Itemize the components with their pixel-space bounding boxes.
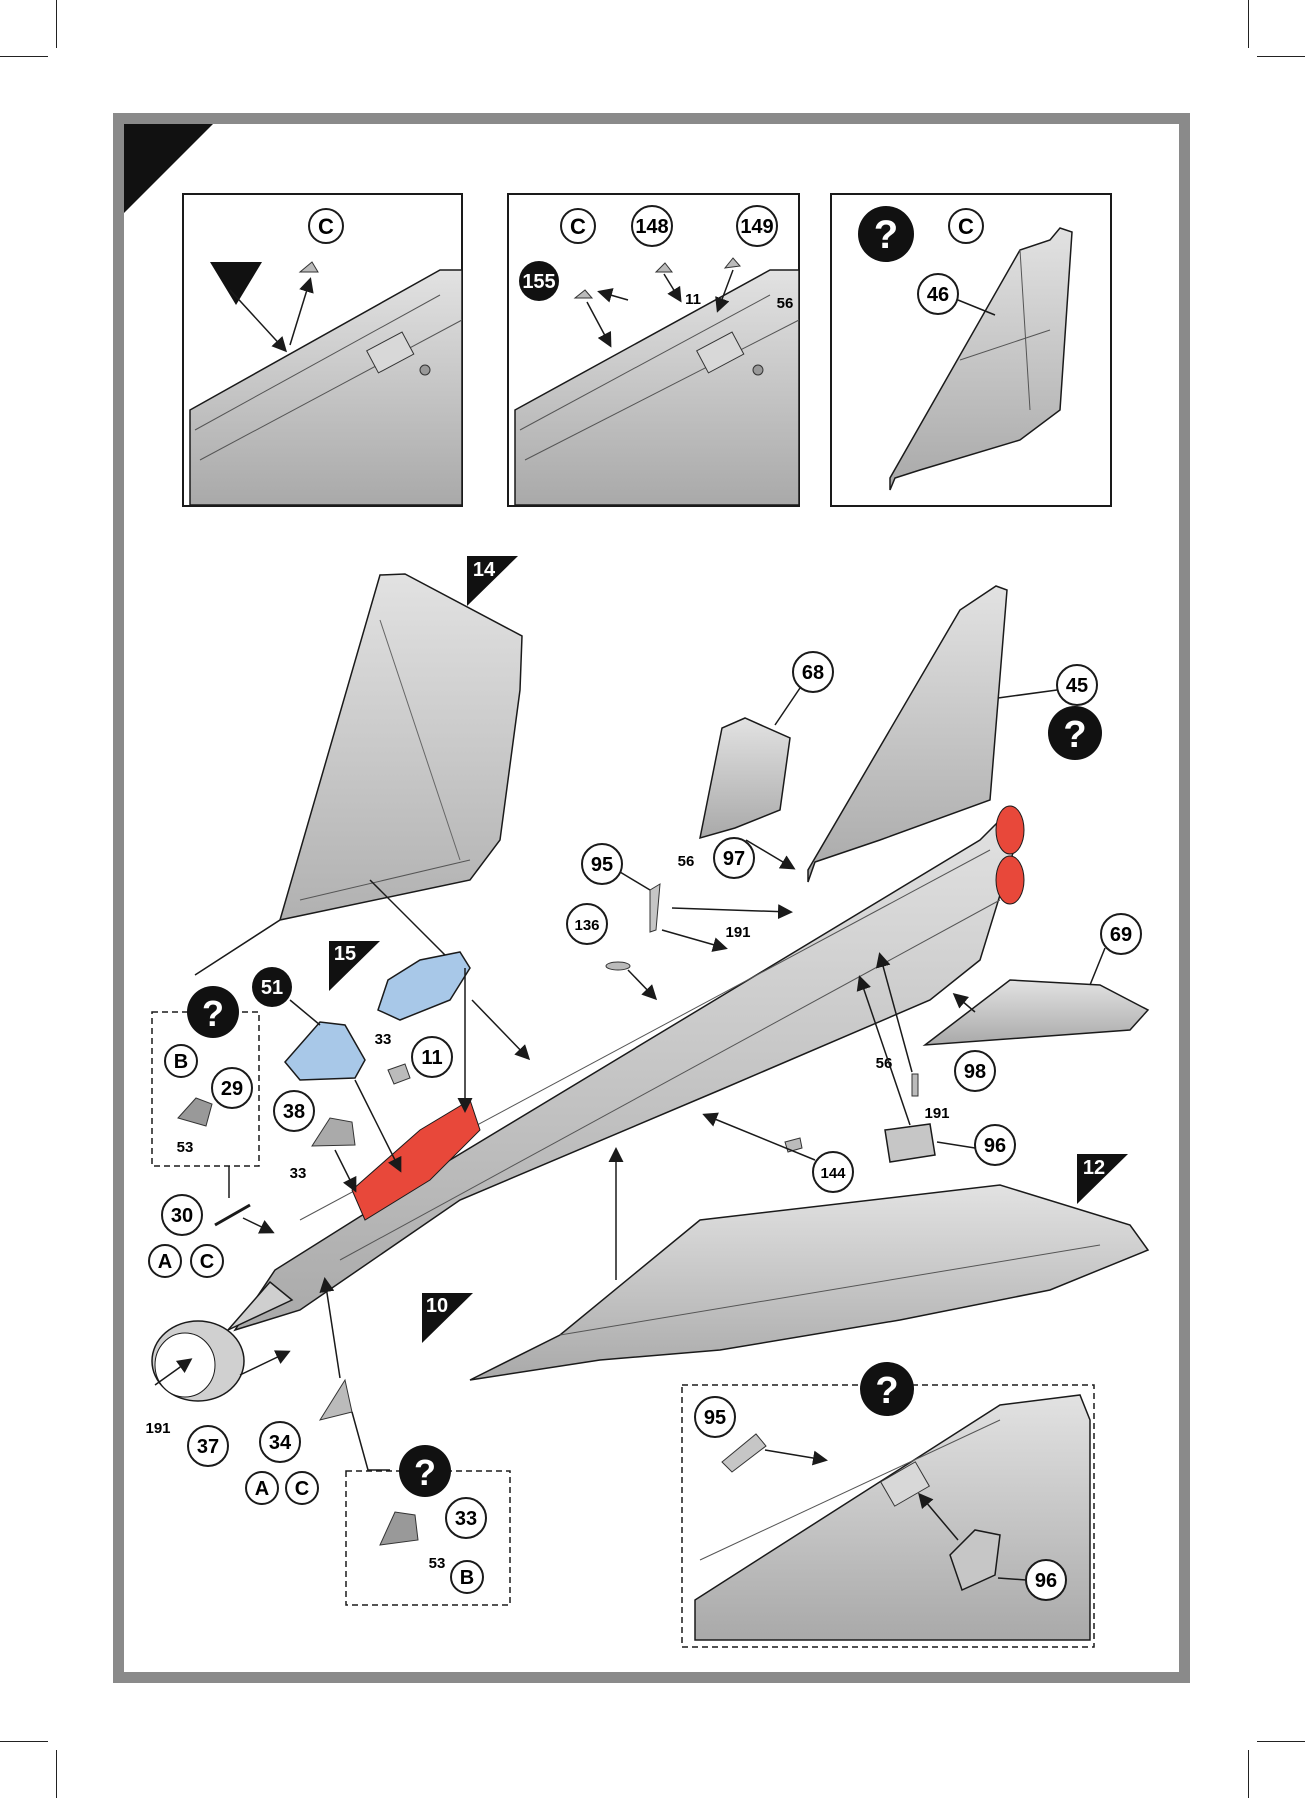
option-b-label: B [174,1051,188,1073]
panel-1: C [183,194,462,506]
part-95-label: 95 [704,1407,726,1429]
panel-2: C 148 149 155 11 56 [508,194,799,506]
canopy-part [378,952,470,1020]
part-149-label: 149 [740,216,773,238]
label-53: 53 [177,1139,194,1156]
panel-3: ? C 46 [831,194,1111,506]
part-155-label: 155 [522,271,555,293]
step-10-number: 10 [426,1295,448,1317]
part-144-label: 144 [820,1165,846,1182]
part-30-label: 30 [171,1205,193,1227]
question-mark: ? [874,213,898,257]
option-a-label: A [255,1478,269,1500]
part-11-label: 11 [421,1047,442,1069]
part-98-label: 98 [964,1061,986,1083]
stabilizer-part-69 [925,980,1148,1045]
part-34-label: 34 [269,1432,292,1454]
part-97-label: 97 [723,848,745,870]
part-38-label: 38 [283,1101,305,1123]
step-12-number: 12 [1083,1157,1105,1179]
option-c-label: C [570,214,586,239]
question-mark: ? [875,1370,898,1412]
step-14-number: 14 [473,559,496,581]
part-37-label: 37 [197,1436,219,1458]
label-191: 191 [145,1420,170,1437]
label-53: 53 [429,1555,446,1572]
part-45-label: 45 [1066,675,1088,697]
part-96-label: 96 [1035,1570,1057,1592]
label-33: 33 [375,1031,392,1048]
fairing-part-68 [700,718,790,838]
part-69-label: 69 [1110,924,1132,946]
exhaust-nozzle [996,806,1024,854]
part-46-label: 46 [927,284,949,306]
option-c-label: C [318,214,334,239]
label-191: 191 [725,924,750,941]
windscreen-part [285,1022,365,1080]
question-mark: ? [414,1452,436,1493]
step-15-number: 15 [334,943,356,965]
part-96 [885,1124,935,1162]
option-a-label: A [158,1251,172,1273]
wing-lower [470,1185,1148,1380]
part-96-label: 96 [984,1135,1006,1157]
label-11: 11 [685,291,701,308]
wing-upper-left [195,574,522,975]
option-b-label: B [460,1567,474,1589]
detail-inset: ? 95 96 [682,1362,1094,1647]
question-mark: ? [1063,714,1086,756]
option-c-label: C [200,1251,214,1273]
label-33: 33 [290,1165,307,1182]
small-part [650,884,660,932]
part-68-label: 68 [802,662,824,684]
label-56: 56 [777,295,794,312]
part-51-label: 51 [261,977,283,999]
part-33-label: 33 [455,1508,477,1530]
option-c-label: C [295,1478,309,1500]
part-136-label: 136 [574,917,599,934]
label-191: 191 [924,1105,949,1122]
part-148-label: 148 [635,216,668,238]
part-29-label: 29 [221,1078,243,1100]
label-56: 56 [678,853,695,870]
part-95-label: 95 [591,854,613,876]
tail-fin [808,586,1007,882]
option-c-label: C [958,214,974,239]
question-mark: ? [202,993,224,1034]
exhaust-nozzle [996,856,1024,904]
